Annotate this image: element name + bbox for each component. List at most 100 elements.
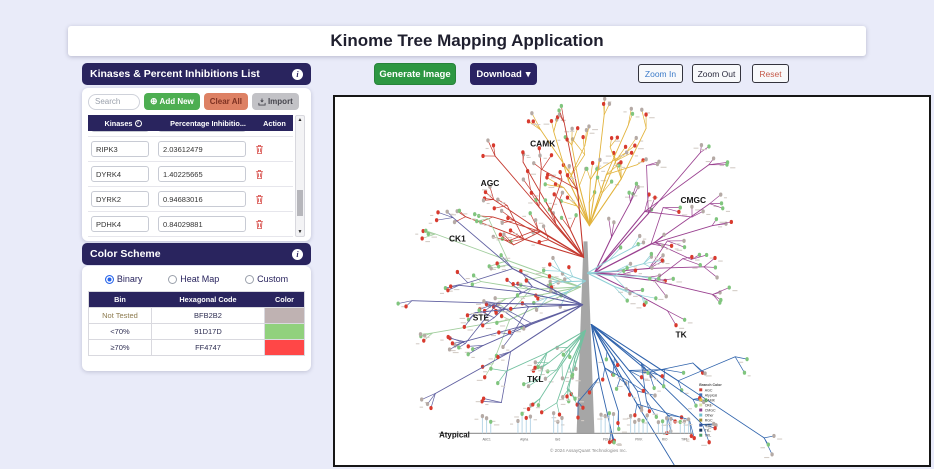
kinase-value-input[interactable]: [158, 216, 246, 232]
tree-label-atypical: Atypical: [439, 430, 470, 439]
search-input[interactable]: [88, 93, 140, 110]
svg-text:CK1: CK1: [705, 403, 712, 407]
kinases-panel-title: Kinases & Percent Inhibitions List: [90, 68, 260, 80]
zoom-out-button[interactable]: Zoom Out: [692, 64, 741, 83]
radio-heat-map-label: Heat Map: [180, 274, 220, 284]
scroll-up-icon[interactable]: ▲: [297, 117, 303, 123]
hex-code: FF4747: [151, 340, 265, 355]
page-title: Kinome Tree Mapping Application: [330, 31, 604, 50]
plus-circle-icon: ⊕: [150, 96, 158, 106]
svg-text:PIKK: PIKK: [635, 438, 643, 442]
kinase-value-input[interactable]: [158, 141, 246, 157]
svg-text:Brd: Brd: [555, 438, 560, 442]
svg-text:CAMK: CAMK: [705, 398, 716, 402]
col-kinases: Kinases: [104, 118, 133, 128]
color-table-header: Bin Hexagonal Code Color: [89, 292, 304, 307]
radio-icon: [245, 274, 255, 284]
radio-binary-label: Binary: [116, 274, 143, 284]
info-icon[interactable]: i: [134, 119, 142, 127]
bin-label: <70%: [110, 327, 130, 336]
tree-label-camk: CAMK: [530, 138, 555, 148]
kinase-name-input[interactable]: [91, 216, 149, 232]
svg-text:Atypical: Atypical: [705, 393, 718, 397]
table-scrollbar[interactable]: ▲ ▼: [295, 115, 305, 237]
tree-label-agc: AGC: [481, 178, 500, 188]
bin-label: ≥70%: [110, 343, 130, 352]
bin-label: Not Tested: [102, 311, 138, 320]
color-scheme-panel-header: Color Scheme i: [82, 243, 311, 265]
radio-icon: [168, 274, 178, 284]
svg-text:ABC1: ABC1: [482, 438, 490, 442]
table-row: [88, 187, 293, 212]
table-row: [88, 162, 293, 187]
caret-down-icon: ▾: [525, 68, 531, 80]
kinase-value-input[interactable]: [158, 166, 246, 182]
delete-row-button[interactable]: [255, 169, 264, 180]
radio-custom-label: Custom: [257, 274, 289, 284]
kinase-name-input[interactable]: [91, 141, 149, 157]
kinases-table-viewport: [88, 131, 293, 237]
zoom-in-button[interactable]: Zoom In: [638, 64, 683, 83]
kinase-name-input[interactable]: [91, 131, 149, 132]
download-button[interactable]: Download ▾: [470, 63, 537, 85]
import-label: Import: [267, 97, 293, 106]
svg-text:RIO: RIO: [662, 438, 668, 442]
kinase-value-input[interactable]: [158, 191, 246, 207]
color-swatch: [265, 340, 304, 355]
table-row-partial: [88, 131, 293, 137]
kinases-table-header: Kinases i Percentage Inhibitio... Action: [88, 115, 293, 131]
scrollbar-thumb[interactable]: [297, 190, 303, 217]
import-button[interactable]: Import: [251, 93, 299, 110]
table-row: [88, 212, 293, 237]
radio-binary[interactable]: Binary: [104, 274, 143, 284]
trash-icon: [256, 219, 263, 229]
svg-text:TKL: TKL: [705, 434, 712, 438]
svg-text:Alpha: Alpha: [520, 438, 528, 442]
info-icon[interactable]: i: [292, 248, 303, 260]
add-new-label: Add New: [159, 97, 194, 106]
trash-icon: [256, 169, 263, 179]
col-percentage: Percentage Inhibitio...: [170, 118, 246, 128]
svg-text:CMGC: CMGC: [705, 408, 716, 412]
col-action: Action: [263, 118, 286, 128]
svg-text:Branch Color: Branch Color: [699, 383, 722, 387]
generate-image-button[interactable]: Generate Image: [374, 63, 456, 85]
tree-label-cmgc: CMGC: [680, 195, 706, 205]
svg-text:AGC: AGC: [705, 388, 713, 392]
delete-row-button[interactable]: [255, 194, 264, 205]
color-scheme-table: Bin Hexagonal Code Color Not Tested BFB2…: [88, 291, 305, 356]
kinases-panel-body: ⊕ Add New Clear All Import Kinases i Per…: [82, 88, 311, 241]
color-scheme-panel-body: Binary Heat Map Custom Bin Hexagonal Cod…: [82, 266, 311, 371]
add-new-button[interactable]: ⊕ Add New: [144, 93, 200, 110]
color-table-row: Not Tested BFB2B2: [89, 307, 304, 323]
app-titlebar: Kinome Tree Mapping Application: [68, 26, 866, 56]
table-row: [88, 137, 293, 162]
color-table-row: ≥70% FF4747: [89, 339, 304, 355]
hex-code: 91D17D: [151, 324, 265, 339]
color-swatch: [265, 324, 304, 339]
trash-icon: [256, 144, 263, 154]
color-table-row: <70% 91D17D: [89, 323, 304, 339]
tree-label-tk: TK: [676, 329, 687, 339]
radio-heat-map[interactable]: Heat Map: [168, 274, 219, 284]
delete-row-button[interactable]: [255, 219, 264, 230]
tree-label-ste: STE: [473, 313, 490, 323]
scroll-down-icon[interactable]: ▼: [297, 229, 303, 235]
radio-custom[interactable]: Custom: [245, 274, 288, 284]
tree-copyright: © 2024 AssayQuant Technologies Inc.: [550, 447, 627, 453]
svg-text:RGC: RGC: [705, 419, 713, 423]
svg-text:TK: TK: [705, 429, 710, 433]
col-bin: Bin: [114, 295, 126, 304]
reset-button[interactable]: Reset: [752, 64, 789, 83]
kinase-value-input[interactable]: [158, 131, 246, 132]
kinase-name-input[interactable]: [91, 191, 149, 207]
import-icon: [258, 97, 266, 106]
delete-row-button[interactable]: [255, 144, 264, 155]
clear-all-button[interactable]: Clear All: [203, 93, 248, 110]
kinase-name-input[interactable]: [91, 166, 149, 182]
col-hex: Hexagonal Code: [179, 295, 237, 304]
hex-code: BFB2B2: [151, 308, 265, 323]
info-icon[interactable]: i: [292, 68, 303, 80]
